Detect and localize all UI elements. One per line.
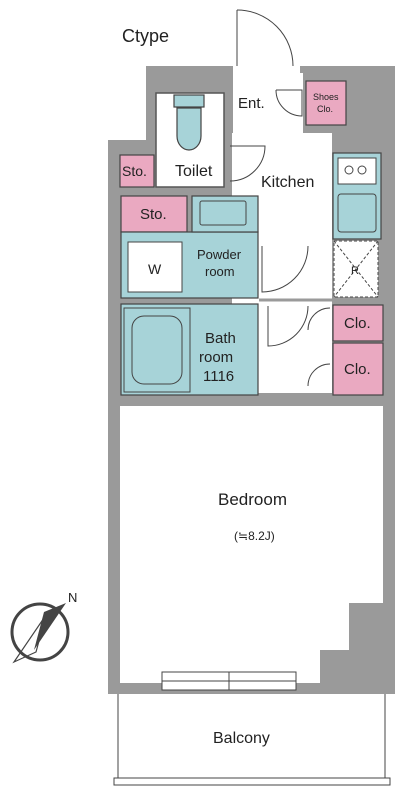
toilet-door bbox=[229, 145, 266, 182]
shoes-closet bbox=[305, 80, 347, 126]
shoes-closet-door bbox=[275, 89, 303, 117]
burner-right-icon bbox=[357, 165, 367, 175]
closet-1-label: Clo. bbox=[344, 315, 371, 332]
storage-top bbox=[119, 154, 155, 188]
kitchen-counter bbox=[332, 152, 382, 240]
closet-2 bbox=[332, 342, 384, 396]
closet-2-door bbox=[307, 363, 331, 387]
bedroom-size-label: (≒8.2J) bbox=[234, 529, 275, 543]
compass-north-label: N bbox=[68, 590, 77, 605]
balcony-sliding-door bbox=[161, 671, 297, 691]
balcony-label: Balcony bbox=[213, 730, 270, 747]
burner-left-icon bbox=[344, 165, 354, 175]
toilet-room: Toilet bbox=[155, 92, 266, 188]
partition-lines bbox=[120, 298, 383, 406]
washer-space bbox=[127, 241, 183, 293]
closet-1 bbox=[332, 304, 384, 342]
shoes-closet-label-2: Clo. bbox=[317, 104, 333, 114]
entrance-door bbox=[236, 9, 294, 67]
plan-type-label: Ctype bbox=[122, 26, 169, 46]
closet-2-label: Clo. bbox=[344, 361, 371, 378]
powder-room-label-1: Powder bbox=[197, 247, 242, 262]
entrance-label: Ent. bbox=[238, 95, 265, 112]
kitchen-label: Kitchen bbox=[261, 174, 314, 191]
bathroom-door bbox=[267, 305, 309, 347]
bedroom-label: Bedroom bbox=[218, 490, 287, 509]
wash-basin bbox=[199, 200, 247, 226]
toilet-label: Toilet bbox=[175, 163, 213, 180]
closets: Clo. Clo. bbox=[307, 304, 384, 396]
closet-1-door bbox=[307, 307, 331, 331]
shoes-closet-label-1: Shoes bbox=[313, 92, 339, 102]
powder-room-label-2: room bbox=[205, 264, 235, 279]
compass-icon bbox=[10, 602, 70, 664]
bathroom-label-2: room bbox=[199, 349, 233, 366]
fridge-label: R bbox=[351, 265, 359, 277]
balcony bbox=[113, 694, 391, 786]
storage-top-label: Sto. bbox=[122, 163, 147, 179]
refrigerator-space: R bbox=[333, 240, 379, 298]
bathroom-label-3: 1116 bbox=[203, 368, 234, 385]
powder-room: W Powder room bbox=[120, 195, 309, 299]
storage-mid-label: Sto. bbox=[140, 206, 167, 223]
toilet-bowl bbox=[176, 107, 202, 151]
washer-label: W bbox=[148, 261, 162, 277]
powder-room-door bbox=[261, 245, 309, 293]
stove bbox=[337, 157, 377, 185]
bathroom-label-1: Bath bbox=[205, 330, 236, 347]
bathroom: Bath room 1116 bbox=[120, 303, 309, 396]
toilet-tank bbox=[173, 94, 205, 108]
bathtub-basin bbox=[131, 315, 183, 385]
kitchen-sink bbox=[337, 193, 377, 233]
